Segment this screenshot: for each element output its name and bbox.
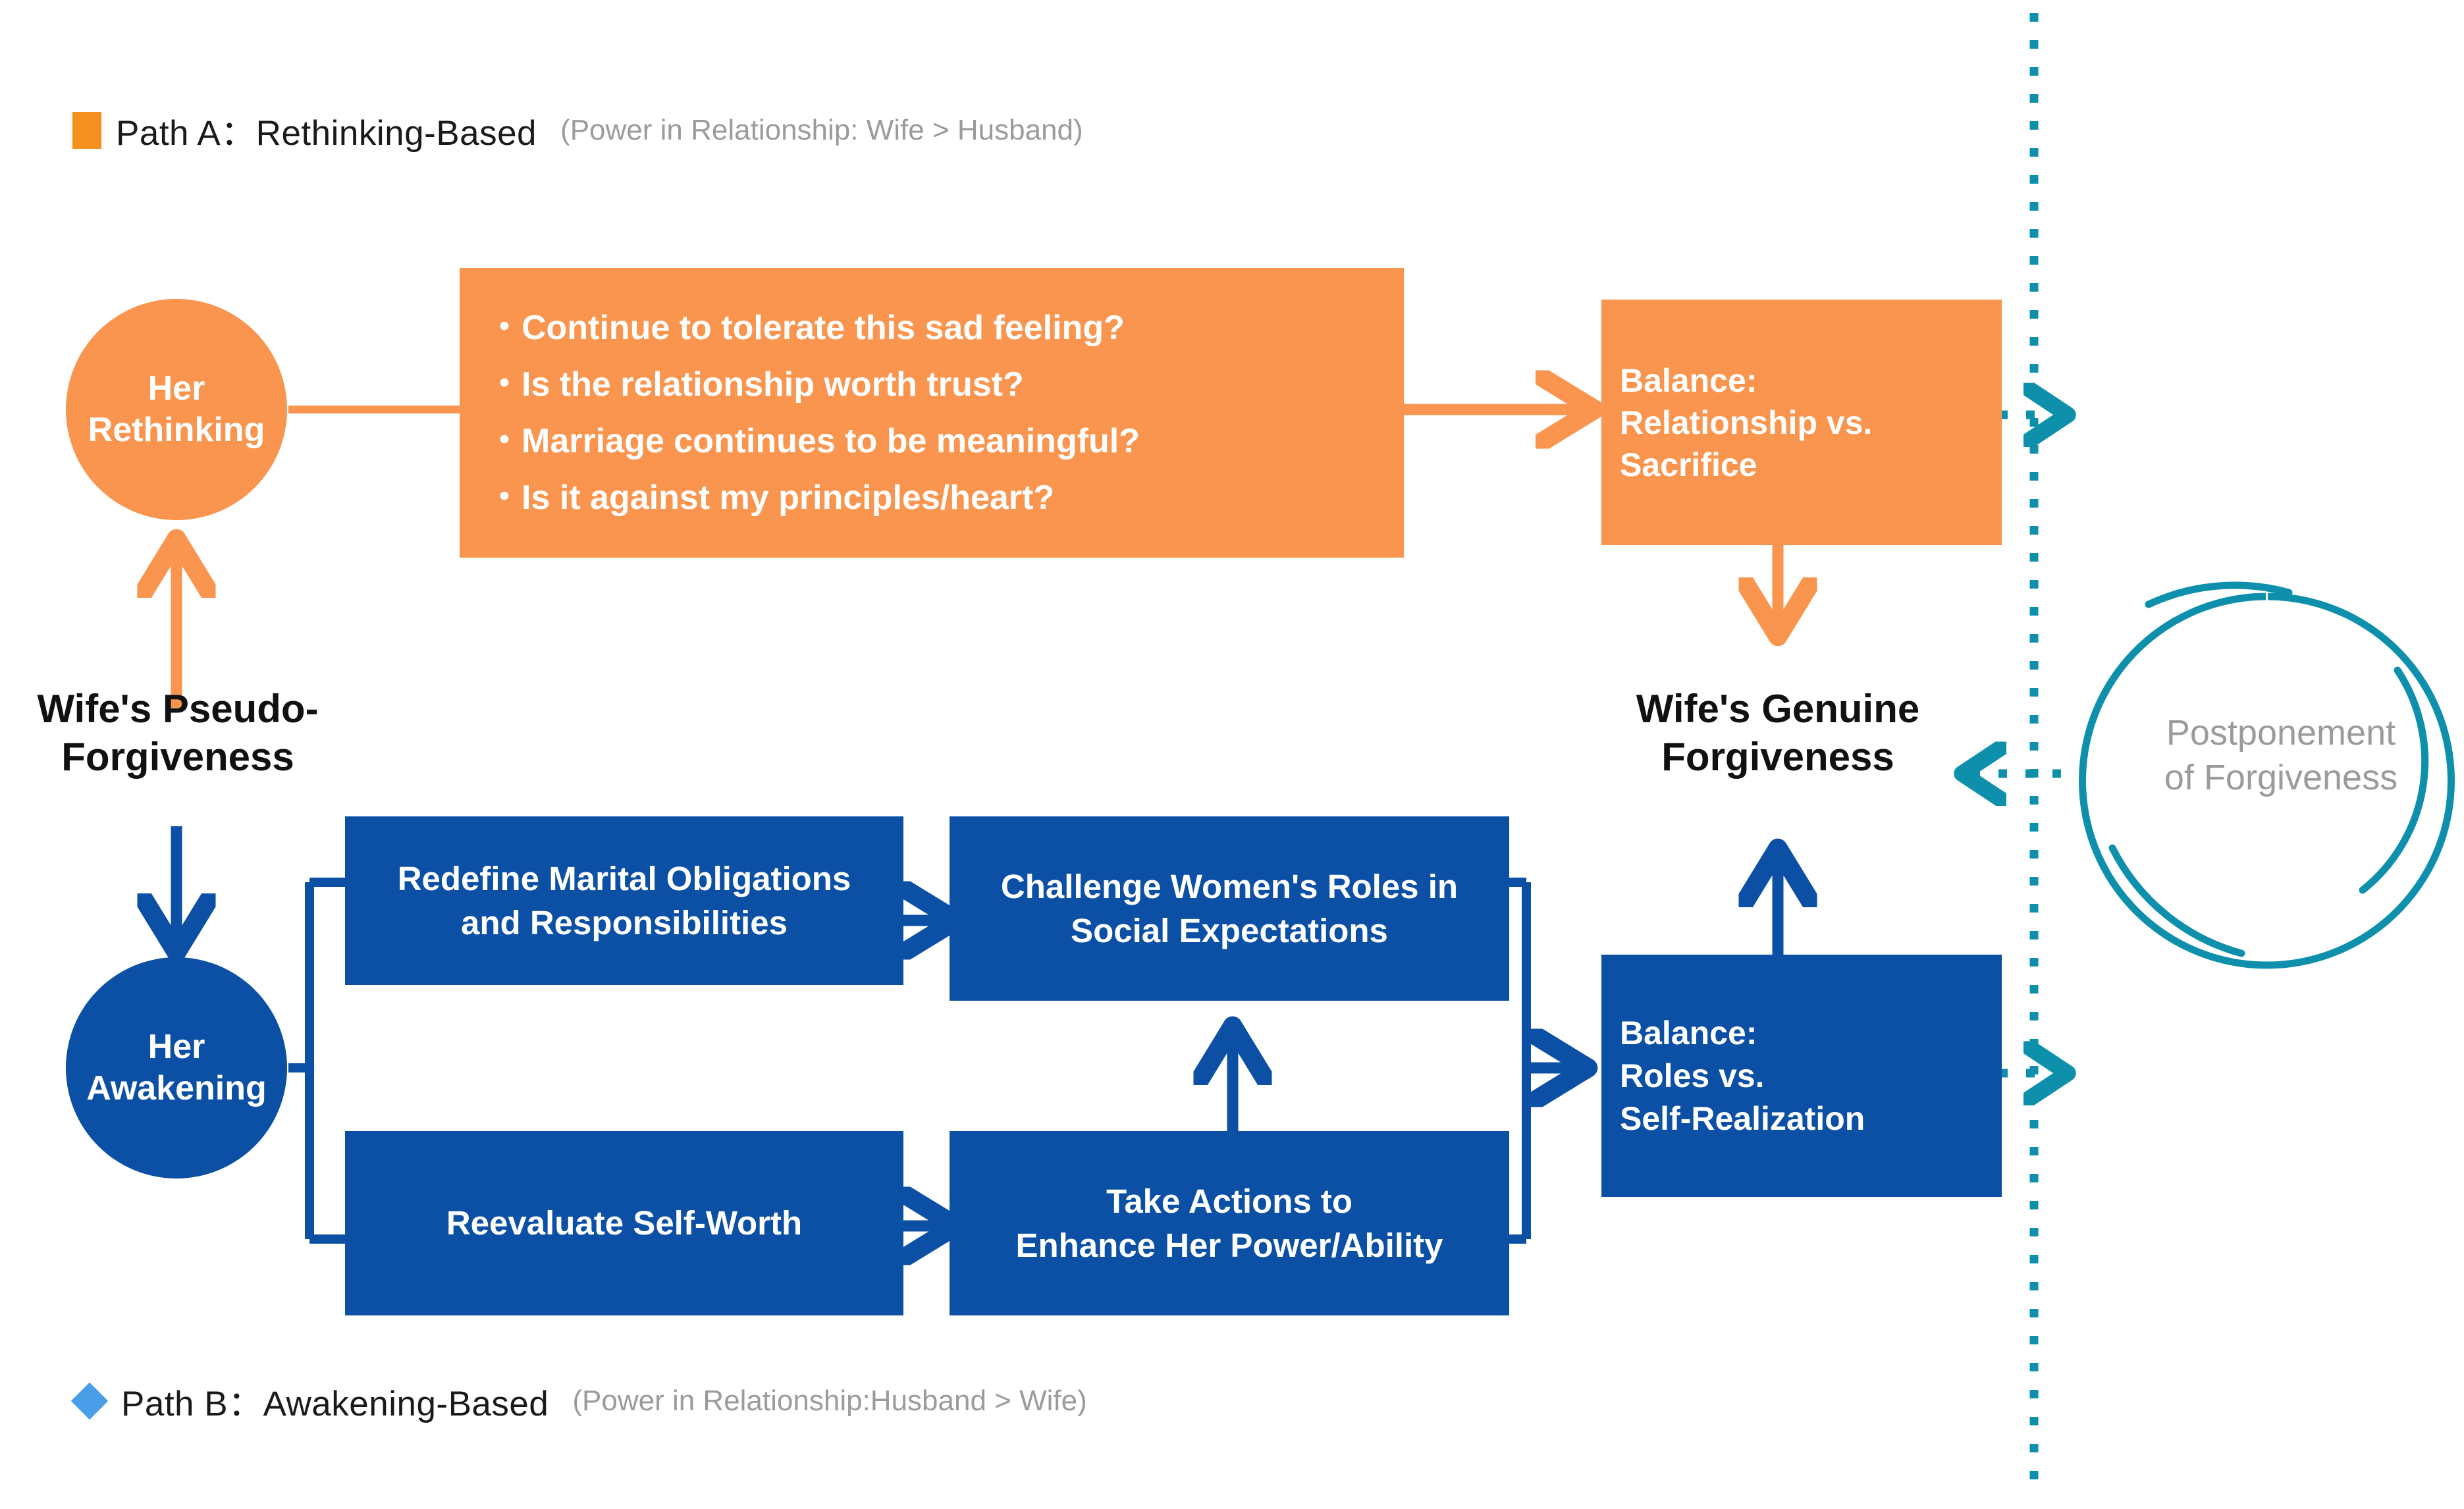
genuine-forgiveness-line1: Wife's Genuine: [1636, 687, 1920, 731]
her-awakening-label-wrap: Her Awakening: [86, 1026, 267, 1110]
node-her-awakening[interactable]: Her Awakening: [66, 957, 287, 1178]
challenge-line2: Social Expectations: [1071, 912, 1388, 949]
balance-relationship-vs-sacrifice-box[interactable]: Balance: Relationship vs. Sacrifice: [1601, 300, 2002, 545]
step-challenge-womens-roles[interactable]: Challenge Women's Roles in Social Expect…: [950, 816, 1509, 1001]
her-awakening-line1: Her: [147, 1027, 205, 1066]
legend-path-a-title: Path A：Rethinking-Based: [116, 114, 537, 153]
take-actions-line1: Take Actions to: [1106, 1182, 1353, 1220]
bracket-awakening-split: [288, 878, 348, 1244]
balance-a-text: Balance: Relationship vs. Sacrifice: [1620, 359, 1872, 486]
node-postponement-of-forgiveness: Postponement of Forgiveness: [2110, 711, 2452, 800]
pseudo-forgiveness-line1: Wife's Pseudo-: [37, 687, 319, 731]
postponement-line2: of Forgiveness: [2164, 757, 2398, 797]
redefine-line2: and Responsibilities: [461, 904, 788, 941]
postponement-circle-icon: [2079, 581, 2455, 969]
reevaluate-text: Reevaluate Self-Worth: [446, 1204, 803, 1242]
question-item-3: ・Marriage continues to be meaningful?: [487, 422, 1140, 460]
rethinking-questions-box[interactable]: ・Continue to tolerate this sad feeling? …: [460, 268, 1404, 558]
legend-path-b-subtitle: (Power in Relationship:Husband > Wife): [572, 1385, 1087, 1417]
node-wife-pseudo-forgiveness: Wife's Pseudo- Forgiveness: [7, 685, 349, 781]
blue-diamond-marker: [70, 1382, 109, 1420]
question-item-4: ・Is it against my principles/heart?: [487, 479, 1055, 517]
question-item-2: ・Is the relationship worth trust?: [487, 365, 1024, 404]
rethinking-questions-list: ・Continue to tolerate this sad feeling? …: [460, 311, 1140, 515]
step-redefine-marital-obligations[interactable]: Redefine Marital Obligations and Respons…: [345, 816, 903, 985]
genuine-forgiveness-line2: Forgiveness: [1661, 735, 1894, 780]
node-her-rethinking[interactable]: Her Rethinking: [66, 299, 287, 520]
challenge-line1: Challenge Women's Roles in: [1000, 867, 1459, 905]
her-rethinking-line1: Her: [147, 369, 205, 408]
legend-path-a: Path A：Rethinking-Based (Power in Relati…: [72, 105, 1083, 155]
balance-a-line1: Balance:: [1620, 361, 1757, 399]
balance-b-line2: Roles vs.: [1620, 1057, 1765, 1094]
step-reevaluate-self-worth[interactable]: Reevaluate Self-Worth: [345, 1131, 903, 1315]
postponement-line1: Postponement: [2166, 713, 2396, 753]
challenge-text: Challenge Women's Roles in Social Expect…: [1001, 864, 1458, 953]
balance-b-line1: Balance:: [1620, 1014, 1757, 1051]
legend-path-a-subtitle: (Power in Relationship: Wife > Husband): [560, 114, 1083, 146]
balance-a-line3: Sacrifice: [1620, 446, 1757, 483]
pseudo-forgiveness-line2: Forgiveness: [61, 735, 294, 780]
balance-b-text: Balance: Roles vs. Self-Realization: [1620, 1012, 1865, 1140]
take-actions-line2: Enhance Her Power/Ability: [1015, 1227, 1443, 1264]
step-take-actions[interactable]: Take Actions to Enhance Her Power/Abilit…: [950, 1131, 1509, 1315]
balance-roles-vs-self-realization-box[interactable]: Balance: Roles vs. Self-Realization: [1601, 955, 2002, 1197]
her-awakening-line2: Awakening: [86, 1069, 267, 1107]
legend-path-b: Path B：Awakening-Based (Power in Relatio…: [70, 1376, 1087, 1426]
balance-b-line3: Self-Realization: [1620, 1099, 1865, 1137]
her-rethinking-line2: Rethinking: [88, 411, 265, 449]
node-wife-genuine-forgiveness: Wife's Genuine Forgiveness: [1587, 685, 1969, 781]
take-actions-text: Take Actions to Enhance Her Power/Abilit…: [1015, 1179, 1443, 1268]
balance-a-line2: Relationship vs.: [1620, 404, 1873, 441]
legend-path-b-title: Path B：Awakening-Based: [121, 1385, 549, 1423]
her-rethinking-label-wrap: Her Rethinking: [88, 368, 265, 452]
redefine-line1: Redefine Marital Obligations: [397, 859, 851, 897]
redefine-text: Redefine Marital Obligations and Respons…: [398, 857, 851, 945]
orange-square-marker: [72, 112, 101, 149]
question-item-1: ・Continue to tolerate this sad feeling?: [487, 309, 1125, 347]
